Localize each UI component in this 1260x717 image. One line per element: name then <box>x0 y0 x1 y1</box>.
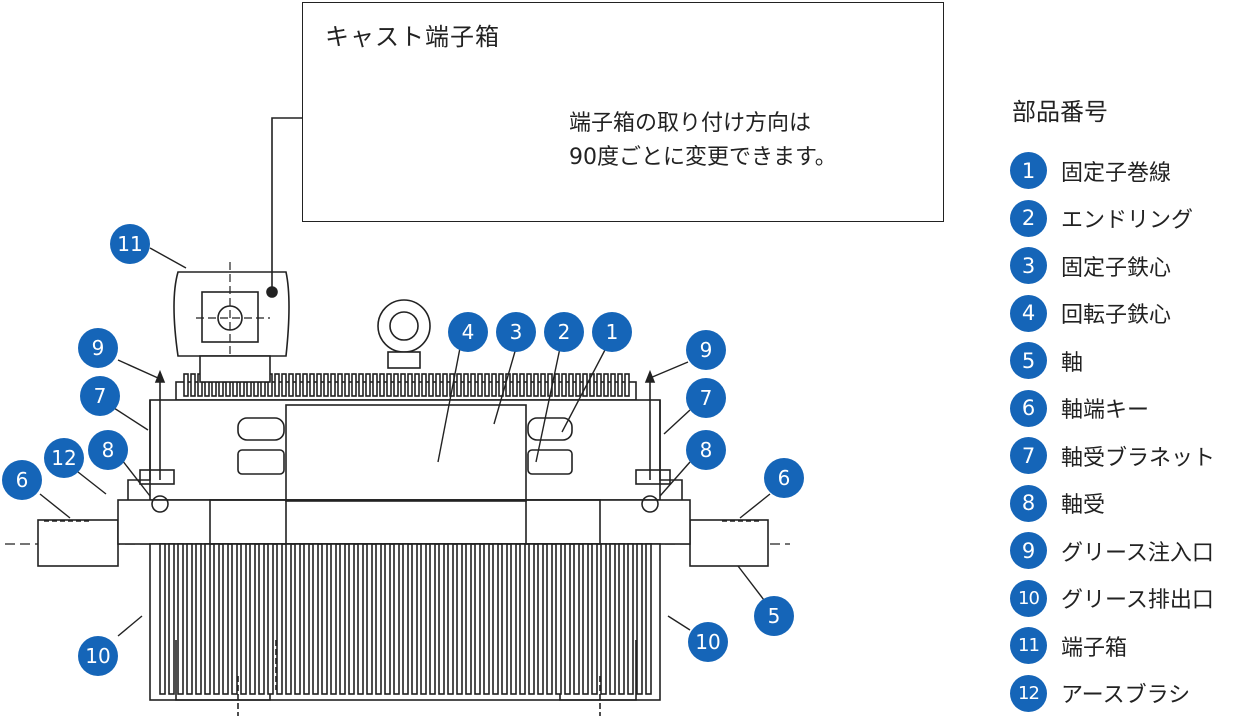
shaft-left <box>38 520 118 566</box>
legend-item: 6 軸端キー <box>1010 385 1260 433</box>
diagram-badge-number: 2 <box>558 320 571 344</box>
lifting-eye-bolt <box>378 300 430 368</box>
legend-label: 固定子鉄心 <box>1061 250 1171 282</box>
diagram-badge-number: 7 <box>700 386 713 410</box>
cast-terminal-box-callout: キャスト端子箱 端子箱の取り付け方向は 90度ごとに変更できます。 <box>302 2 944 222</box>
legend-label: アースブラシ <box>1061 677 1190 709</box>
legend-badge: 1 <box>1010 152 1047 189</box>
legend-label: グリース排出口 <box>1061 582 1214 614</box>
legend-item: 9 グリース注入口 <box>1010 527 1260 575</box>
bottom-cooling-fins <box>160 544 651 694</box>
diagram-badge-number: 3 <box>510 320 523 344</box>
diagram-badge-number: 8 <box>102 438 115 462</box>
callout-note: 端子箱の取り付け方向は 90度ごとに変更できます。 <box>569 107 837 175</box>
diagram-badge-number: 10 <box>85 644 110 668</box>
callout-note-line1: 端子箱の取り付け方向は <box>569 107 837 141</box>
legend-badge: 2 <box>1010 200 1047 237</box>
legend-item: 4 回転子鉄心 <box>1010 290 1260 338</box>
legend-label: エンドリング <box>1061 202 1193 234</box>
legend-badge: 11 <box>1010 627 1047 664</box>
legend-item: 11 端子箱 <box>1010 622 1260 670</box>
legend-label: 軸受ブラネット <box>1061 440 1215 472</box>
diagram-badge-number: 1 <box>606 320 619 344</box>
callout-title: キャスト端子箱 <box>325 17 500 52</box>
legend-item: 10 グリース排出口 <box>1010 575 1260 623</box>
legend-badge: 12 <box>1010 675 1047 712</box>
legend-item: 1 固定子巻線 <box>1010 147 1260 195</box>
diagram-badge-number: 9 <box>700 338 713 362</box>
legend-label: 回転子鉄心 <box>1061 297 1171 329</box>
legend-badge: 4 <box>1010 295 1047 332</box>
legend-label: 軸 <box>1061 345 1083 377</box>
legend-item: 12 アースブラシ <box>1010 670 1260 717</box>
legend-badge: 3 <box>1010 247 1047 284</box>
legend-title: 部品番号 <box>1012 92 1260 127</box>
legend-badge: 6 <box>1010 390 1047 427</box>
legend-item: 3 固定子鉄心 <box>1010 242 1260 290</box>
legend-item: 8 軸受 <box>1010 480 1260 528</box>
diagram-badge-number: 11 <box>117 232 142 256</box>
shaft-right <box>690 520 768 566</box>
legend-item: 7 軸受ブラネット <box>1010 432 1260 480</box>
legend-badge: 10 <box>1010 580 1047 617</box>
diagram-badge-number: 5 <box>768 604 781 628</box>
diagram-badge-number: 6 <box>778 466 791 490</box>
diagram-badge-number: 4 <box>462 320 475 344</box>
legend-label: 軸端キー <box>1061 392 1149 424</box>
legend-badge: 9 <box>1010 532 1047 569</box>
legend-badge: 5 <box>1010 342 1047 379</box>
diagram-badge-number: 10 <box>695 630 720 654</box>
legend-badge: 7 <box>1010 437 1047 474</box>
legend-item: 2 エンドリング <box>1010 195 1260 243</box>
callout-note-line2: 90度ごとに変更できます。 <box>569 141 837 175</box>
legend-badge: 8 <box>1010 485 1047 522</box>
legend-label: 固定子巻線 <box>1061 155 1171 187</box>
callout-connector <box>272 118 302 292</box>
diagram-badge-number: 7 <box>94 384 107 408</box>
diagram-badge-number: 6 <box>16 468 29 492</box>
diagram-badge-number: 9 <box>92 336 105 360</box>
legend-label: 端子箱 <box>1061 630 1127 662</box>
diagram-badge-number: 12 <box>51 446 76 470</box>
diagram-badge-number: 8 <box>700 438 713 462</box>
legend-label: グリース注入口 <box>1061 535 1214 567</box>
legend-label: 軸受 <box>1061 487 1105 519</box>
